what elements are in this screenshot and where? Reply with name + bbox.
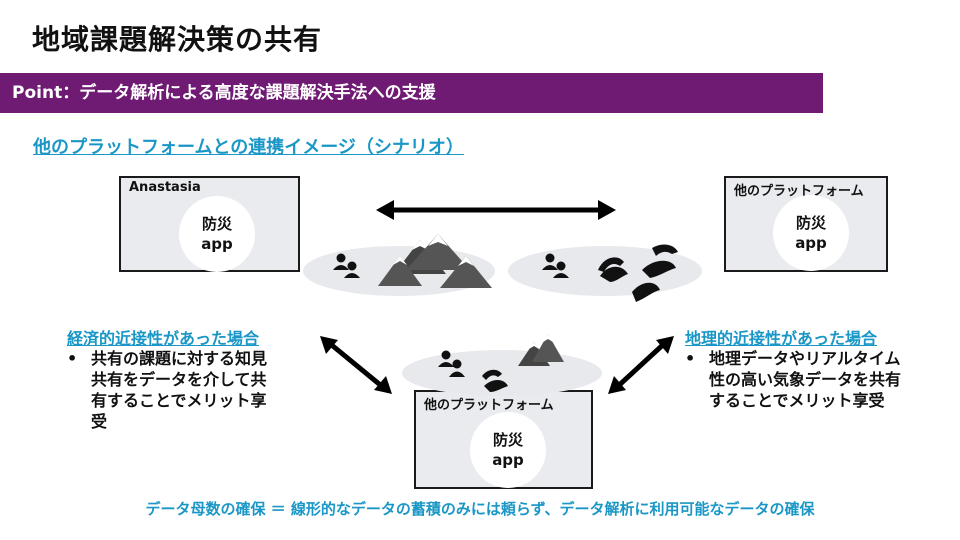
bullet-line: 共有をデータを介して共 [91,370,267,389]
bullet-line: 性の高い気象データを共有 [709,370,902,389]
app-name-line2: app [795,234,827,252]
disaster-app-circle: 防災 app [470,412,546,488]
mountains-icon [518,334,564,366]
disaster-app-circle: 防災 app [179,196,255,272]
app-name-line1: 防災 [492,431,523,449]
disaster-app-circle: 防災 app [773,195,849,271]
double-arrow-icon [320,336,392,394]
scenario-subtitle: 他のプラットフォームとの連携イメージ（シナリオ） [33,137,464,158]
people-icon [333,253,360,278]
rivers-icon [482,369,508,392]
page-title: 地域課題解決策の共有 [32,23,323,56]
app-name-line1: 防災 [201,215,232,233]
bullet-line: することでメリット享受 [709,391,885,410]
economic-proximity-heading: 経済的近接性があった場合 [67,329,260,348]
app-name-line2: app [201,235,233,253]
people-icon [438,350,465,377]
double-arrow-icon [608,336,674,394]
point-banner: Point：データ解析による高度な課題解決手法への支援 [0,73,823,113]
bullet-line: 共有の課題に対する知見 [91,349,268,368]
app-name-line2: app [492,451,524,469]
anastasia-platform-box: Anastasia 防災 app [119,176,300,272]
platform-label: 他のプラットフォーム [424,398,554,413]
double-arrow-icon [376,200,616,220]
other-platform-box-bottom: 他のプラットフォーム 防災 app [414,390,593,489]
bullet-line: 地理データやリアルタイム [709,349,901,368]
platform-label: 他のプラットフォーム [734,184,864,199]
bullet-line: 受 [91,412,108,431]
footer-note: データ母数の確保 ＝ 線形的なデータの蓄積のみには頼らず、データ解析に利用可能な… [145,500,815,518]
bullet-line: 有することでメリット享 [91,391,267,410]
platform-label: Anastasia [129,180,201,195]
app-name-line1: 防災 [795,214,826,232]
bullet-marker: • [67,349,78,368]
mountains-icon [378,234,492,288]
people-icon [542,253,569,278]
rivers-icon [598,244,678,302]
geographic-proximity-heading: 地理的近接性があった場合 [685,329,878,348]
other-platform-box-right: 他のプラットフォーム 防災 app [724,176,888,272]
bullet-marker: • [685,349,696,368]
